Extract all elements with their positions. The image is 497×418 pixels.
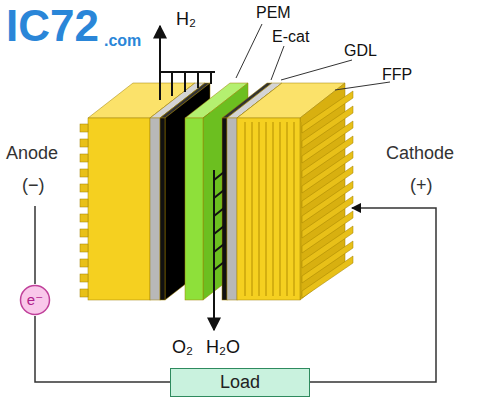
- part-label: PEM: [256, 4, 291, 22]
- watermark: .com: [104, 32, 141, 50]
- part-label: GDL: [344, 42, 377, 60]
- part-label: FFP: [382, 66, 412, 84]
- hydrogen-outlet: [160, 26, 215, 100]
- circuit-wire: [35, 316, 170, 382]
- gas-label: H₂O: [206, 338, 240, 358]
- oxygen-water-flow: [214, 170, 224, 330]
- cell-layers: [80, 83, 353, 300]
- polarity-label: (+): [410, 176, 433, 196]
- node-text: e⁻: [27, 291, 43, 309]
- electrode-label: Anode: [6, 144, 58, 164]
- circuit-wire: [35, 206, 436, 382]
- node-text: Load: [220, 372, 260, 393]
- gas-label: O₂: [172, 338, 193, 358]
- cell-layer: [237, 83, 353, 300]
- electrode-label: Cathode: [386, 144, 454, 164]
- electron-circle: e⁻: [19, 284, 51, 316]
- part-label: E-cat: [272, 28, 309, 46]
- load-box: Load: [170, 368, 310, 397]
- watermark: IC72: [6, 2, 99, 50]
- polarity-label: (−): [22, 176, 45, 196]
- gas-label: H₂: [176, 10, 196, 30]
- leader-lines: [236, 24, 390, 90]
